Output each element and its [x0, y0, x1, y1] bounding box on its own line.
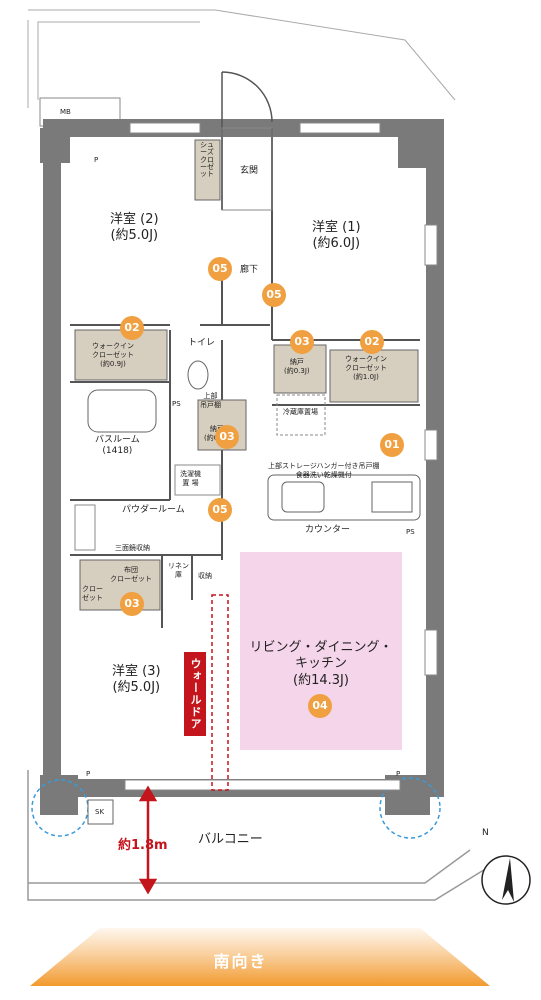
label-bathroom: バスルーム (1418): [95, 435, 140, 457]
badge-03-storage1: 03: [290, 330, 314, 354]
badge-03-storage2: 03: [215, 425, 239, 449]
label-ps-1: PS: [172, 400, 181, 408]
south-banner: [30, 928, 490, 986]
label-toilet: トイレ: [188, 338, 216, 348]
label-ps-2: PS: [406, 528, 415, 536]
label-washer: 洗濯機 置 場: [180, 470, 201, 487]
label-linen: リネン 庫: [168, 562, 189, 579]
room-western-3: 洋室 (3) (約5.0J): [112, 664, 161, 696]
vanity: [74, 504, 96, 551]
fridge-box: [276, 394, 326, 436]
window-right-3: [424, 629, 438, 676]
label-p-2: P: [86, 770, 91, 778]
walk-in-closet-left-box: [74, 329, 168, 381]
badge-05-powder: 05: [208, 498, 232, 522]
balcony-depth-label: 約1.8m: [118, 838, 168, 853]
label-hallway: 廊下: [240, 265, 259, 275]
label-storage-cabinet: 収納: [198, 572, 212, 580]
badge-02-right: 02: [360, 330, 384, 354]
room-ldk: リビング・ダイニング・ キッチン (約14.3J): [249, 640, 393, 688]
room-western-2: 洋室 (2) (約5.0J): [110, 212, 159, 244]
label-storage-1: 納戸 (約0.3J): [284, 358, 310, 375]
kitchen-sink: [281, 481, 325, 513]
top-rail: [27, 9, 456, 108]
bathtub: [87, 389, 157, 433]
window-right-2: [424, 429, 438, 461]
label-mb: MB: [60, 108, 71, 116]
label-futon-closet: 布団 クローゼット: [110, 566, 152, 583]
badge-05-room1: 05: [262, 283, 286, 307]
label-counter: カウンター: [305, 525, 351, 535]
north-compass: [481, 855, 531, 905]
label-fridge: 冷蔵庫置場: [283, 408, 318, 416]
column-bl: [40, 775, 78, 815]
room-western-1: 洋室 (1) (約6.0J): [312, 220, 361, 252]
walk-in-closet-right-box: [329, 349, 419, 403]
toilet-fixture: [187, 360, 209, 390]
column-circle-right: [379, 777, 441, 839]
label-powder-room: パウダールーム: [122, 505, 185, 515]
wall-door-frame: [211, 594, 229, 791]
label-entrance: 玄関: [240, 166, 259, 176]
badge-04: 04: [308, 694, 332, 718]
balcony-outline: [27, 770, 501, 901]
balcony-depth-arrow: [138, 785, 158, 895]
badge-01: 01: [380, 433, 404, 457]
label-wic-left: ウォークイン クローゼット (約0.9J): [92, 342, 134, 368]
wall-door-label: ウォールドア: [184, 652, 206, 736]
washer-box: [174, 464, 221, 496]
entrance-step: [221, 127, 273, 211]
label-triple-mirror: 三面鏡収納: [115, 544, 150, 552]
column-tl: [40, 128, 70, 163]
window-top-right: [299, 122, 381, 134]
label-upper-cabinet: 上部 吊戸棚: [200, 392, 221, 409]
orientation-label: 南向き: [213, 952, 268, 971]
north-label: N: [482, 828, 489, 838]
window-top-left: [129, 122, 201, 134]
label-balcony: バルコニー: [198, 832, 263, 847]
label-sk: SK: [95, 808, 105, 816]
sk-sink: [87, 799, 114, 825]
label-p-3: P: [396, 770, 401, 778]
window-right-1: [424, 224, 438, 266]
label-shoe-closet: シューズクローゼット: [200, 141, 214, 179]
window-bottom: [124, 779, 401, 791]
shoe-closet-box: [194, 139, 221, 201]
kitchen-stove: [371, 481, 413, 513]
compass-needle: [502, 858, 514, 902]
badge-03-futon: 03: [120, 592, 144, 616]
entrance-door: [221, 71, 273, 128]
badge-02-left: 02: [120, 316, 144, 340]
badge-05-hall: 05: [208, 257, 232, 281]
kitchen-counter: [267, 474, 421, 521]
label-wic-right: ウォークイン クローゼット (約1.0J): [345, 355, 387, 381]
label-kitchen-note: 上部ストレージハンガー付き吊戸棚 食器洗い乾燥機付: [268, 462, 380, 479]
label-closet-small: クロー ゼット: [82, 585, 103, 602]
column-tr: [398, 128, 436, 168]
label-p-1: P: [94, 156, 99, 164]
